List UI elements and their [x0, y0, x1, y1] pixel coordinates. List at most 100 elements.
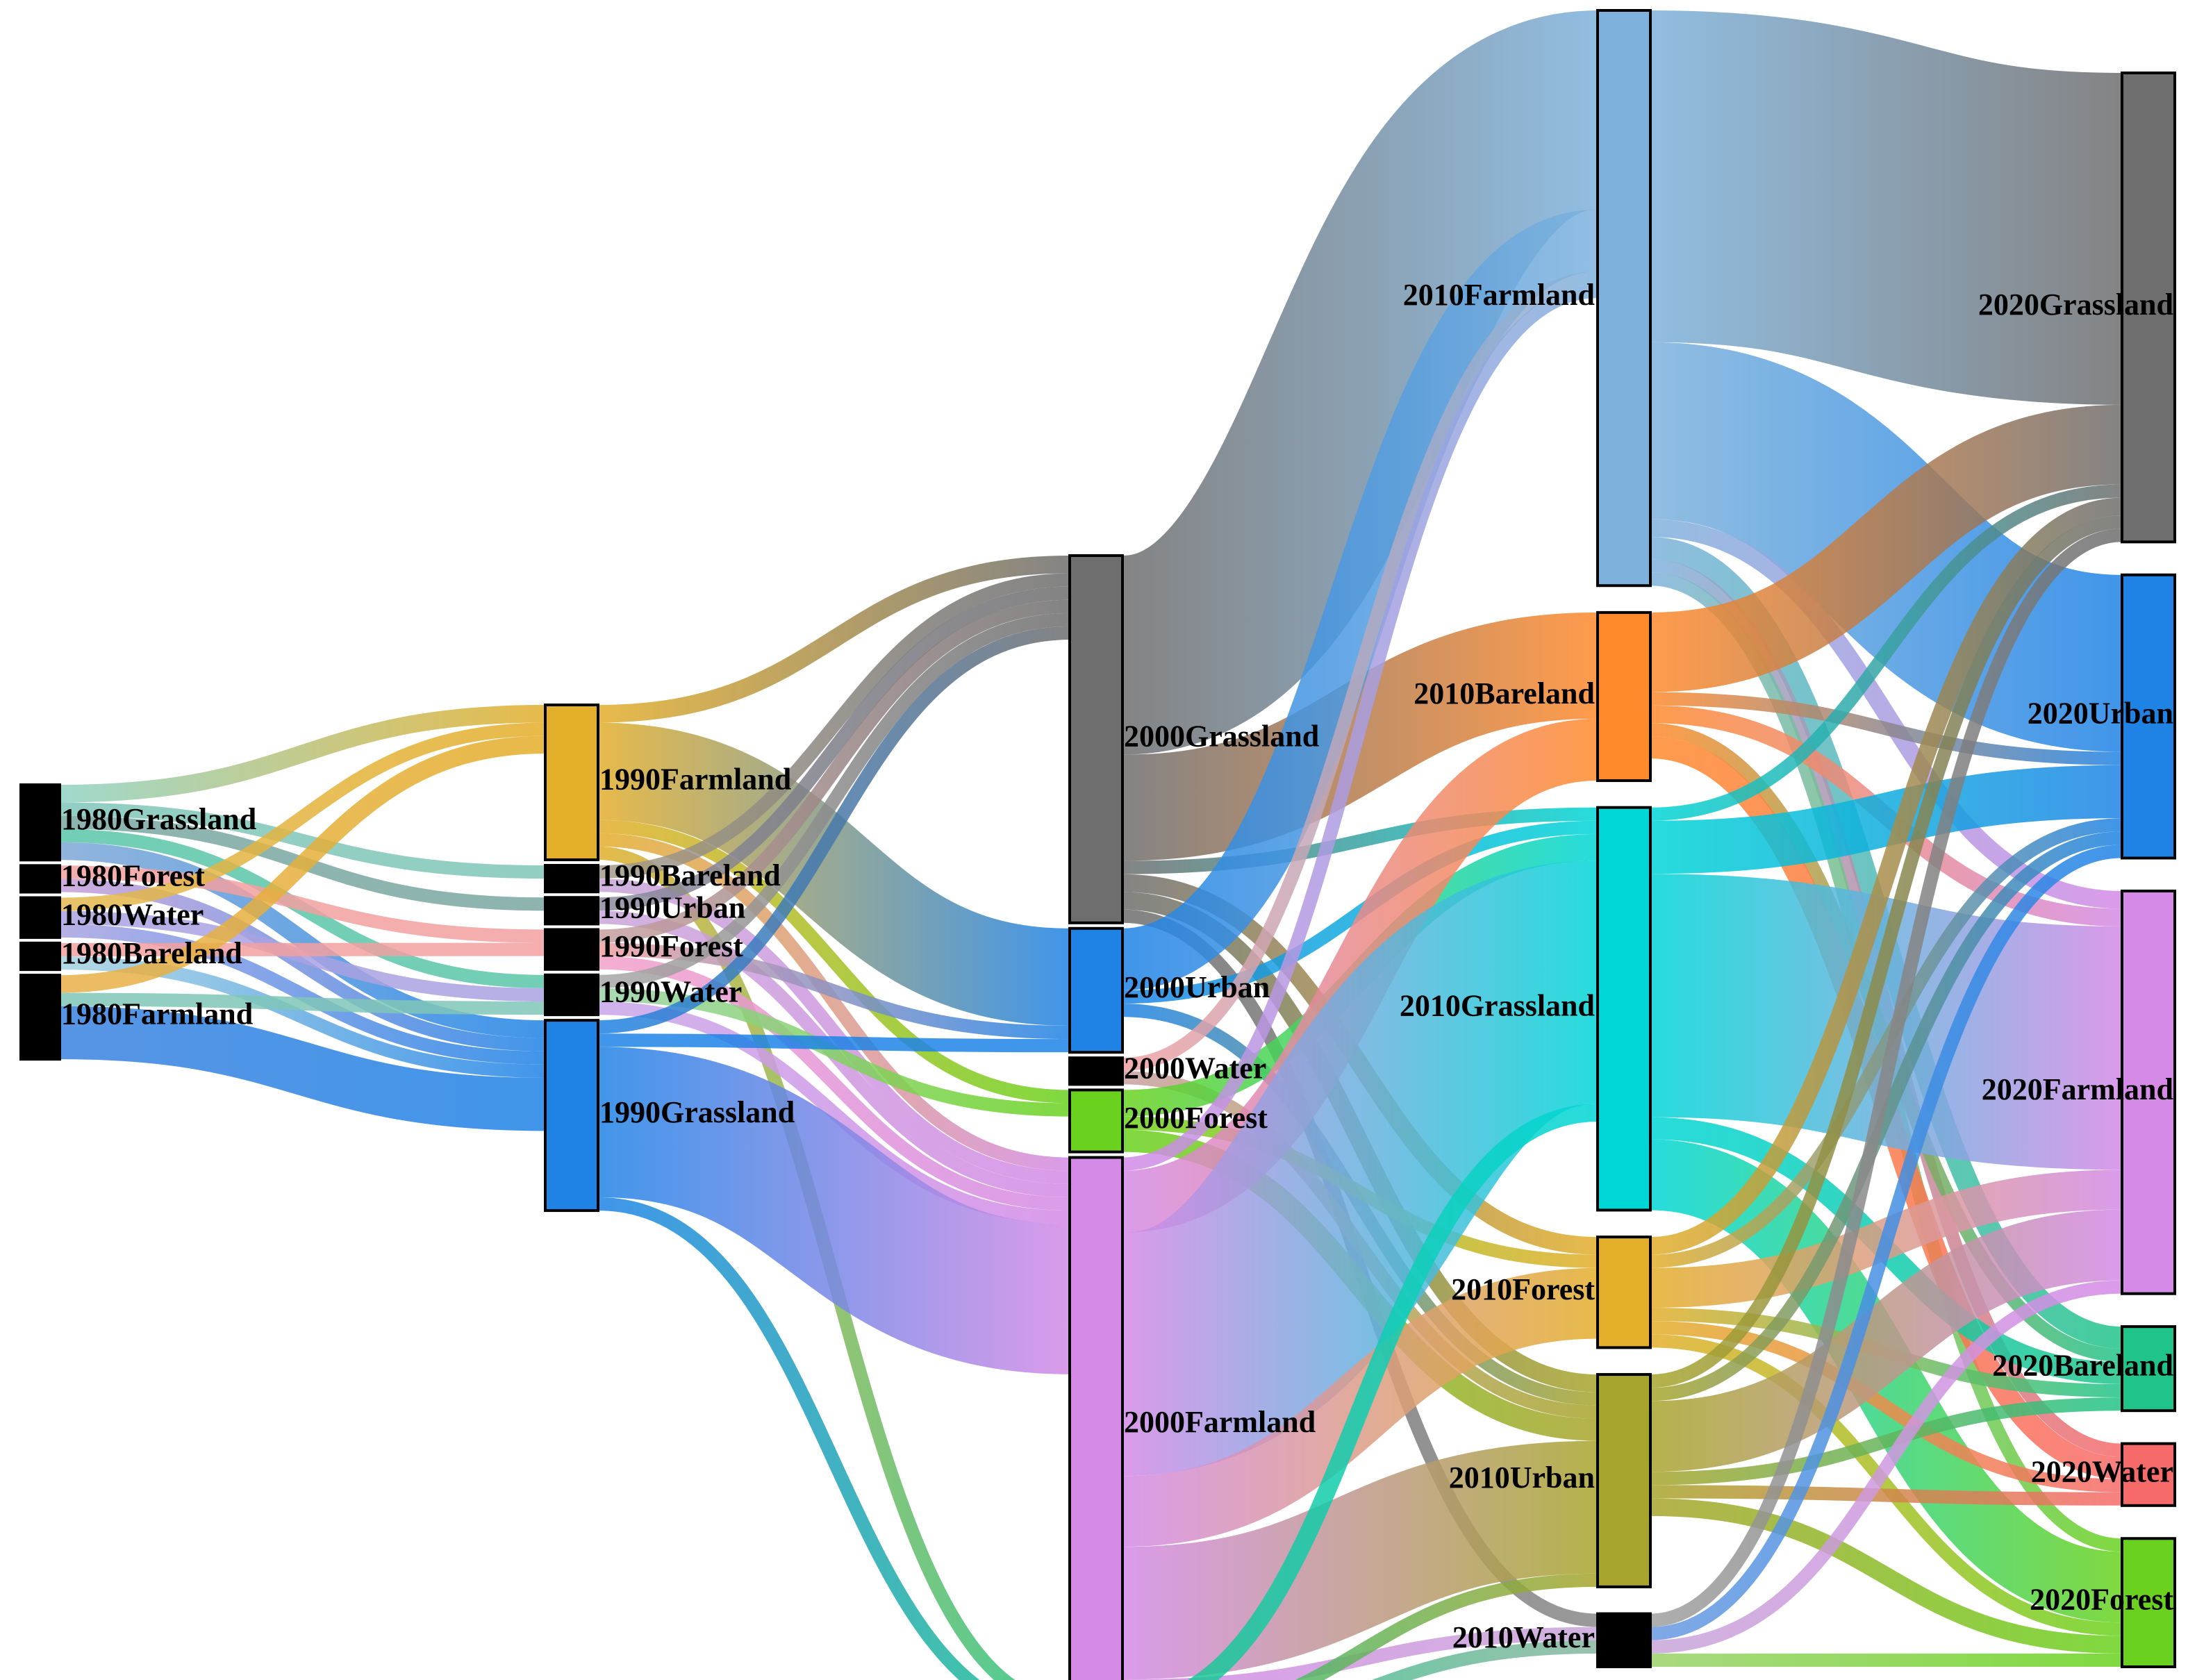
link-2000Water-to-2010Farmland — [1122, 271, 1598, 1072]
link-1990Grassland-to-2000Urban — [597, 1033, 1070, 1053]
link-1990Urban-to-2000Grassland — [597, 586, 1070, 911]
node-1990Grassland — [544, 1019, 599, 1213]
link-2010Bareland-to-2020Grassland — [1650, 404, 2123, 692]
label-1980Farmland: 1980Farmland — [61, 997, 253, 1031]
node-2020Bareland — [2121, 1325, 2176, 1413]
node-1980Grassland — [19, 783, 61, 862]
label-2000Grassland: 2000Grassland — [1124, 719, 1319, 753]
node-2000Farmland — [1068, 1156, 1124, 1680]
link-1980Farmland-to-1990Farmland — [59, 735, 546, 993]
label-2020Bareland: 2020Bareland — [1992, 1349, 2173, 1383]
link-2010Grassland-to-2020Urban — [1650, 765, 2123, 874]
node-1980Bareland — [19, 941, 61, 972]
label-1980Forest: 1980Forest — [61, 859, 205, 893]
label-2010Farmland: 2010Farmland — [1403, 278, 1595, 312]
link-2000Bareland-to-2010Grassland — [1187, 1104, 1598, 1680]
link-2000Farmland-to-2010Water — [1122, 1627, 1598, 1680]
node-2000Forest — [1068, 1088, 1124, 1154]
link-2010Urban-to-2020Bareland — [1650, 1397, 2123, 1486]
node-2010Grassland — [1596, 806, 1652, 1212]
link-1980Farmland-to-1990Water — [59, 992, 546, 1015]
node-1980Water — [19, 896, 61, 939]
label-1990Grassland: 1990Grassland — [599, 1095, 795, 1129]
link-2010Bareland-to-2020Urban — [1650, 692, 2123, 765]
sankey-nodes — [19, 9, 2176, 1680]
link-1990Grassland-to-2000Bareland — [597, 1197, 980, 1680]
link-2010Water-to-2020Farmland — [1650, 1280, 2123, 1654]
link-1990Farmland-to-2000Forest — [597, 820, 1070, 1104]
link-2000Bareland-to-2010Urban — [1295, 1573, 1598, 1680]
link-2010Urban-to-2020Water — [1650, 1485, 2123, 1506]
label-2000Water: 2000Water — [1124, 1051, 1266, 1085]
link-1990Bareland-to-2000Farmland — [597, 879, 1070, 1184]
link-2010Forest-to-2020Grassland — [1650, 497, 2123, 1255]
label-2020Farmland: 2020Farmland — [1982, 1072, 2173, 1106]
link-1990Farmland-to-2000Grassland — [597, 556, 1070, 723]
link-2010Urban-to-2020Grassland — [1650, 515, 2123, 1388]
node-2020Grassland — [2121, 72, 2176, 544]
link-2000Farmland-to-2010Grassland — [1117, 860, 1603, 1477]
label-1990Urban: 1990Urban — [599, 890, 745, 924]
label-1990Water: 1990Water — [599, 975, 742, 1009]
link-1990Water-to-2000Grassland — [597, 613, 1070, 988]
link-1980Water-to-1990Grassland — [59, 924, 546, 1065]
node-2010Water — [1596, 1612, 1652, 1668]
link-1990Grassland-to-2000Farmland — [597, 1047, 1071, 1374]
label-1990Forest: 1990Forest — [599, 929, 743, 963]
link-1990Grassland-to-2000Grassland — [597, 626, 1070, 1034]
node-1990Urban — [544, 896, 599, 926]
link-2010Urban-to-2020Urban — [1650, 831, 2123, 1402]
label-2020Forest: 2020Forest — [2030, 1583, 2173, 1617]
link-1980Grassland-to-1990Bareland — [59, 802, 546, 879]
link-2010Urban-to-2020Farmland — [1650, 1209, 2123, 1472]
label-2000Farmland: 2000Farmland — [1124, 1405, 1316, 1439]
node-2020Forest — [2121, 1537, 2176, 1669]
link-2000Bareland-to-2010Water — [1371, 1640, 1598, 1680]
node-2020Urban — [2121, 573, 2176, 860]
label-2020Water: 2020Water — [2031, 1454, 2173, 1488]
label-2010Water: 2010Water — [1452, 1620, 1595, 1654]
node-1980Forest — [19, 864, 61, 894]
label-2020Grassland: 2020Grassland — [1978, 288, 2173, 322]
link-2010Forest-to-2020Urban — [1650, 818, 2123, 1268]
link-2010Urban-to-2020Forest — [1650, 1498, 2123, 1654]
link-2000Farmland-to-2010Urban — [1122, 1440, 1598, 1680]
label-1980Grassland: 1980Grassland — [61, 802, 256, 836]
link-1990Farmland-to-2000Urban — [597, 722, 1070, 1026]
link-1990Forest-to-2000Grassland — [597, 599, 1070, 943]
link-1980Grassland-to-1990Grassland — [59, 842, 546, 1038]
link-2000Farmland-to-2010Farmland — [1122, 285, 1598, 1171]
node-1990Forest — [544, 928, 599, 971]
link-2010Grassland-to-2020Farmland — [1650, 874, 2123, 1170]
sankey-labels: 1980Grassland1980Forest1980Water1980Bare… — [61, 278, 2173, 1654]
node-2010Bareland — [1596, 610, 1652, 783]
link-1990Forest-to-2000Farmland — [597, 956, 1070, 1211]
node-1990Bareland — [544, 863, 599, 894]
node-2000Urban — [1068, 926, 1124, 1054]
link-2010Water-to-2020Urban — [1650, 845, 2123, 1640]
node-2000Water — [1068, 1056, 1124, 1086]
node-2000Grassland — [1068, 554, 1124, 924]
node-2020Water — [2121, 1442, 2176, 1507]
label-2010Bareland: 2010Bareland — [1414, 676, 1595, 710]
label-2000Urban: 2000Urban — [1124, 970, 1270, 1004]
link-1990Bareland-to-2000Grassland — [597, 573, 1070, 879]
link-2000Grassland-to-2010Farmland — [1117, 10, 1603, 755]
link-1990Water-to-2000Farmland — [597, 1001, 1070, 1224]
sankey-links — [59, 10, 2125, 1680]
link-1980Water-to-1990Water — [59, 910, 546, 1002]
link-2010Grassland-to-2020Grassland — [1650, 484, 2123, 821]
label-2000Forest: 2000Forest — [1124, 1101, 1268, 1135]
node-2020Farmland — [2121, 889, 2176, 1295]
link-1980Water-to-1990Farmland — [59, 722, 546, 911]
link-1980Farmland-to-1990Grassland — [59, 1006, 546, 1131]
label-1990Bareland: 1990Bareland — [599, 858, 781, 892]
node-2010Forest — [1596, 1236, 1652, 1349]
node-1990Farmland — [544, 704, 599, 861]
node-1990Water — [544, 973, 599, 1017]
link-2010Farmland-to-2020Grassland — [1649, 10, 2123, 405]
node-2010Urban — [1596, 1373, 1652, 1588]
link-1980Forest-to-1990Forest — [59, 865, 546, 943]
link-2010Water-to-2020Grassland — [1650, 529, 2123, 1627]
